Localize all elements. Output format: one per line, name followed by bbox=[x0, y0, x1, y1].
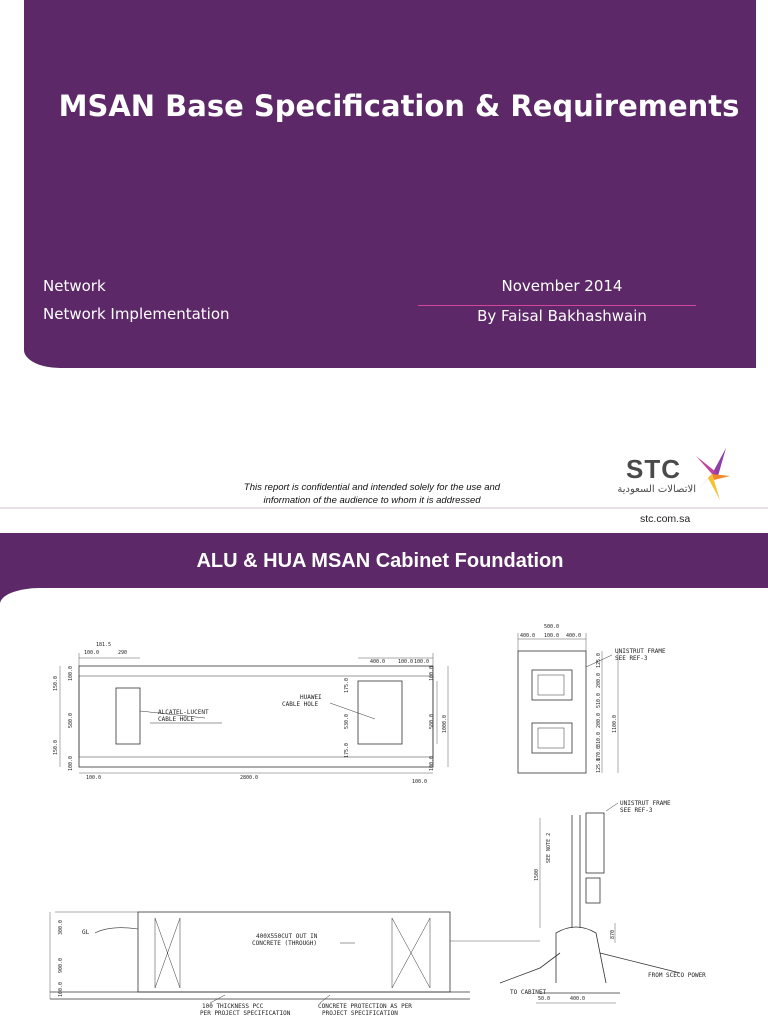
section-protection-label-line1: CONCRETE PROTECTION AS PER bbox=[318, 1003, 412, 1010]
elevation-dim-bottom-1: 50.0 bbox=[538, 996, 550, 1002]
elevation-dim-bottom-2: 400.0 bbox=[570, 996, 585, 1002]
alcatel-label-line1: ALCATEL-LUCENT bbox=[158, 709, 209, 716]
detail-dim-top-1: 400.0 bbox=[520, 633, 535, 639]
confidentiality-note: This report is confidential and intended… bbox=[243, 482, 501, 506]
elevation-note-label: SEE NOTE 2 bbox=[546, 833, 552, 863]
alcatel-label-line2: CABLE HOLE bbox=[158, 716, 195, 723]
detail-dim-side-6: 170.0 bbox=[596, 746, 602, 761]
section-protection-label-line2: PROJECT SPECIFICATION bbox=[322, 1010, 398, 1017]
plan-dim-right-3: 175.0 bbox=[344, 743, 350, 758]
section-dim-left-1: 300.0 bbox=[58, 920, 64, 935]
presentation-date: November 2014 bbox=[501, 277, 623, 295]
elevation-height-label: 1500 bbox=[534, 869, 540, 881]
foundation-section-view bbox=[49, 911, 540, 1004]
plan-dim-top-6: 100.0 bbox=[414, 659, 429, 665]
plan-dim-left-2: 100.0 bbox=[68, 666, 74, 681]
website-label: stc.com.sa bbox=[640, 513, 691, 525]
plan-dim-top-3: 290 bbox=[118, 650, 127, 656]
elevation-power-label: FROM SCECO POWER bbox=[648, 972, 706, 979]
plan-dim-right-6: 100.0 bbox=[429, 756, 435, 771]
plan-dim-right-5: 580.0 bbox=[429, 714, 435, 729]
foundation-drawing: ALCATEL-LUCENT CABLE HOLE HUAWEI CABLE H… bbox=[49, 624, 706, 1017]
plan-dim-right-4: 100.0 bbox=[429, 666, 435, 681]
section-gl-label: GL bbox=[82, 929, 90, 936]
accent-divider bbox=[418, 305, 696, 306]
detail-dim-side-5: 310.0 bbox=[596, 732, 602, 747]
detail-dim-side-7: 125.0 bbox=[596, 758, 602, 773]
header-curve bbox=[0, 588, 40, 604]
plan-dim-bottom-1: 100.0 bbox=[86, 775, 101, 781]
presentation-title: MSAN Base Specification & Requirements bbox=[58, 89, 740, 123]
foundation-slide: ALU & HUA MSAN Cabinet Foundation bbox=[0, 533, 768, 1024]
stc-logo: STC الاتصالات السعودية bbox=[596, 446, 736, 506]
elevation-cabinet-label: TO CABINET bbox=[510, 989, 547, 996]
plan-view bbox=[59, 653, 449, 774]
detail-dim-side-4: 200.0 bbox=[596, 713, 602, 728]
stc-star-icon bbox=[696, 448, 730, 500]
title-band bbox=[24, 0, 756, 368]
plan-dim-top-1: 181.5 bbox=[96, 642, 111, 648]
slide-separator bbox=[0, 507, 768, 509]
detail-dim-top-3: 100.0 bbox=[544, 633, 559, 639]
detail-dim-side-2: 200.0 bbox=[596, 673, 602, 688]
plan-dim-right-1: 175.0 bbox=[344, 678, 350, 693]
slide-header-band bbox=[0, 533, 768, 588]
cabinet-elevation-view bbox=[499, 802, 681, 1004]
plan-dim-right-2: 530.0 bbox=[344, 714, 350, 729]
section-dim-left-2: 900.0 bbox=[58, 958, 64, 973]
detail-dim-side-1: 125.0 bbox=[596, 653, 602, 668]
plan-dim-bottom-2: 2800.0 bbox=[240, 775, 258, 781]
plan-dim-top-2: 100.0 bbox=[84, 650, 99, 656]
detail-dim-side-8: 1100.0 bbox=[612, 715, 618, 733]
huawei-label-line1: HUAWEI bbox=[300, 694, 322, 701]
unistrut-detail-view bbox=[517, 633, 619, 774]
plan-dim-top-5: 100.0 bbox=[398, 659, 413, 665]
detail-dim-top-4: 400.0 bbox=[566, 633, 581, 639]
title-slide: MSAN Base Specification & Requirements N… bbox=[0, 0, 768, 508]
huawei-label-line2: CABLE HOLE bbox=[282, 701, 319, 708]
plan-dim-left-3: 580.0 bbox=[68, 713, 74, 728]
department-label: Network bbox=[43, 277, 106, 295]
plan-dim-top-4: 400.0 bbox=[370, 659, 385, 665]
section-pcc-label-line2: PER PROJECT SPECIFICATION bbox=[200, 1010, 291, 1017]
plan-dim-left-1: 150.0 bbox=[53, 676, 59, 691]
section-pcc-label-line1: 100 THICKNESS PCC bbox=[202, 1003, 264, 1010]
elevation-dim-right: 870 bbox=[610, 930, 616, 939]
slide-title: ALU & HUA MSAN Cabinet Foundation bbox=[196, 550, 564, 572]
detail-frame-label-line2: SEE REF-3 bbox=[615, 655, 648, 662]
elevation-frame-label-line1: UNISTRUT FRAME bbox=[620, 800, 671, 807]
plan-dim-bottom-3: 100.0 bbox=[412, 779, 427, 785]
detail-frame-label-line1: UNISTRUT FRAME bbox=[615, 648, 666, 655]
plan-dim-left-4: 150.0 bbox=[53, 740, 59, 755]
section-cutout-label-line2: CONCRETE (THROUGH) bbox=[252, 940, 317, 947]
logo-arabic-wordmark: الاتصالات السعودية bbox=[617, 484, 696, 495]
section-cutout-label-line1: 400X550CUT OUT IN bbox=[256, 933, 318, 940]
plan-dim-left-5: 100.0 bbox=[68, 756, 74, 771]
section-dim-left-3: 100.0 bbox=[58, 982, 64, 997]
detail-dim-top-2: 500.0 bbox=[544, 624, 559, 630]
plan-dim-right-7: 1000.0 bbox=[442, 715, 448, 733]
elevation-frame-label-line2: SEE REF-3 bbox=[620, 807, 653, 814]
logo-wordmark: STC bbox=[626, 454, 681, 484]
author-label: By Faisal Bakhashwain bbox=[477, 307, 647, 325]
sub-department-label: Network Implementation bbox=[43, 305, 230, 323]
detail-dim-side-3: 510.0 bbox=[596, 693, 602, 708]
